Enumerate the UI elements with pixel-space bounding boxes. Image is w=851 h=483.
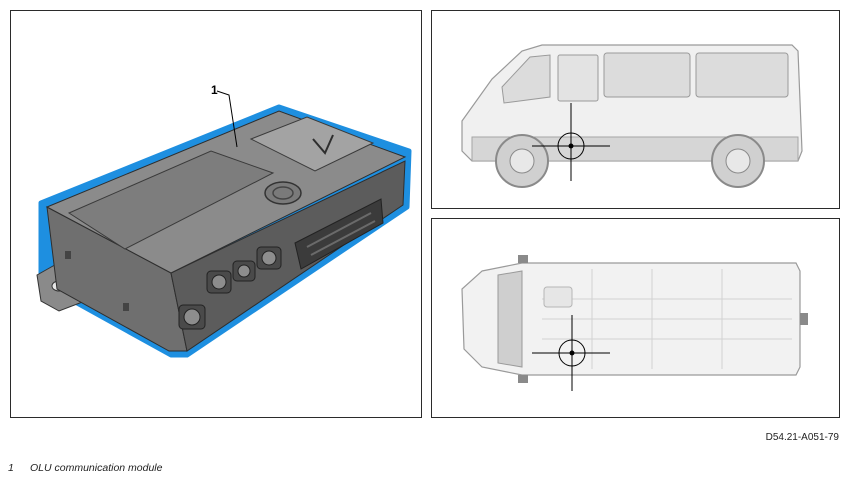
top-recess [67,150,275,250]
connector-3 [232,260,256,282]
van-side-view [461,44,803,188]
roof-vent [543,286,573,308]
connector-2 [206,270,232,294]
side-window-1 [603,52,691,98]
connector-1 [178,304,206,330]
front-wheel [495,134,549,188]
figure-id-label: D54.21-A051-79 [765,432,839,443]
olu-module-illustration [36,90,412,358]
connector-4 [256,246,282,270]
van-top-view [461,255,808,391]
callout-leader-line [216,90,238,148]
door-window [557,54,599,102]
module-illustration-panel: 1 [10,10,422,418]
legend-item-text: OLU communication module [30,462,163,474]
legend: 1 OLU communication module [8,462,162,474]
legend-item-number: 1 [8,462,14,474]
mirror-right [518,375,528,383]
legend-item: 1 OLU communication module [8,462,162,474]
label-plate [249,116,375,172]
location-marker [532,103,610,181]
vehicle-side-view-panel [431,10,840,209]
side-window-2 [695,52,789,98]
location-marker [532,315,610,391]
callout-number: 1 [211,83,218,97]
windshield [501,54,551,104]
rear-wheel [711,134,765,188]
mirror-left [518,255,528,263]
vehicle-top-view-panel [431,218,840,418]
windshield-top [497,270,523,368]
label-mark [312,134,334,155]
logo-emblem [264,181,302,205]
